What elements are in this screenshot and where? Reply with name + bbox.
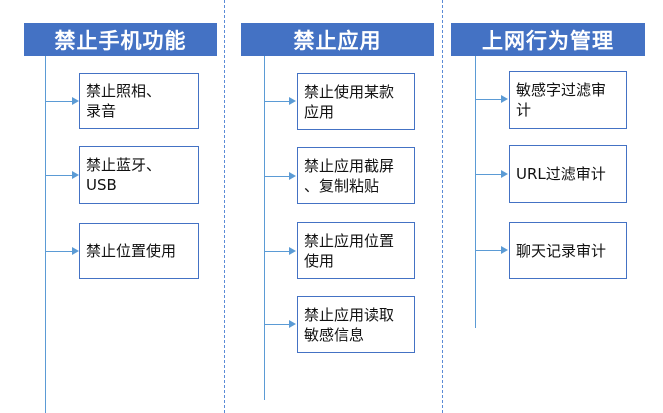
feature-box: 聊天记录审计 xyxy=(509,222,627,279)
feature-box-line: 使用 xyxy=(304,251,335,270)
connector-branch xyxy=(264,101,289,102)
feature-box: 敏感字过滤审 计 xyxy=(509,71,627,129)
connector-branch xyxy=(45,251,72,252)
feature-box-line: 禁止应用截屏 xyxy=(304,156,395,175)
connector-branch xyxy=(475,250,501,251)
arrow-icon xyxy=(289,320,296,328)
feature-box: 禁止位置使用 xyxy=(79,223,199,279)
feature-box-line: 敏感信息 xyxy=(304,325,365,344)
feature-box: 禁止照相、 录音 xyxy=(79,73,199,129)
connector-branch xyxy=(264,251,289,252)
arrow-icon xyxy=(501,246,508,254)
feature-box-line: 禁止蓝牙、 xyxy=(86,156,162,174)
feature-box-line: 录音 xyxy=(86,102,117,120)
connector-trunk xyxy=(264,56,265,400)
feature-box: 禁止使用某款 应用 xyxy=(297,73,415,130)
feature-box-line: USB xyxy=(86,176,117,194)
feature-box: 禁止蓝牙、 USB xyxy=(79,146,199,204)
column-header: 禁止手机功能 xyxy=(24,23,217,56)
connector-trunk xyxy=(45,56,46,413)
connector-branch xyxy=(45,101,72,102)
feature-box-line: 禁止照相、 xyxy=(86,82,162,100)
connector-branch xyxy=(475,174,501,175)
feature-box-line: 聊天记录审计 xyxy=(516,241,607,260)
feature-box-line: 计 xyxy=(516,101,532,119)
connector-branch xyxy=(264,324,289,325)
arrow-icon xyxy=(289,97,296,105)
connector-branch xyxy=(475,99,501,100)
feature-box-line: 、复制粘贴 xyxy=(304,176,380,195)
connector-branch xyxy=(45,175,72,176)
column-divider xyxy=(442,0,443,413)
arrow-icon xyxy=(72,97,79,105)
feature-box-line: URL过滤审计 xyxy=(516,165,606,183)
arrow-icon xyxy=(289,247,296,255)
arrow-icon xyxy=(501,170,508,178)
feature-box-line: 禁止应用位置 xyxy=(304,231,395,250)
feature-box-line: 禁止使用某款 xyxy=(304,82,395,101)
feature-box: 禁止应用位置 使用 xyxy=(297,222,415,279)
feature-box: URL过滤审计 xyxy=(509,145,627,203)
arrow-icon xyxy=(72,171,79,179)
connector-branch xyxy=(264,176,289,177)
column-header: 上网行为管理 xyxy=(451,23,645,56)
feature-box-line: 应用 xyxy=(304,102,335,121)
feature-box-line: 禁止应用读取 xyxy=(304,305,395,324)
arrow-icon xyxy=(501,95,508,103)
connector-trunk xyxy=(475,56,476,328)
feature-box: 禁止应用截屏 、复制粘贴 xyxy=(297,147,415,204)
feature-box: 禁止应用读取 敏感信息 xyxy=(297,296,415,353)
column-divider xyxy=(224,0,225,413)
feature-box-line: 禁止位置使用 xyxy=(86,242,177,260)
arrow-icon xyxy=(72,247,79,255)
feature-box-line: 敏感字过滤审 xyxy=(516,81,607,99)
arrow-icon xyxy=(289,172,296,180)
column-header: 禁止应用 xyxy=(241,23,434,56)
